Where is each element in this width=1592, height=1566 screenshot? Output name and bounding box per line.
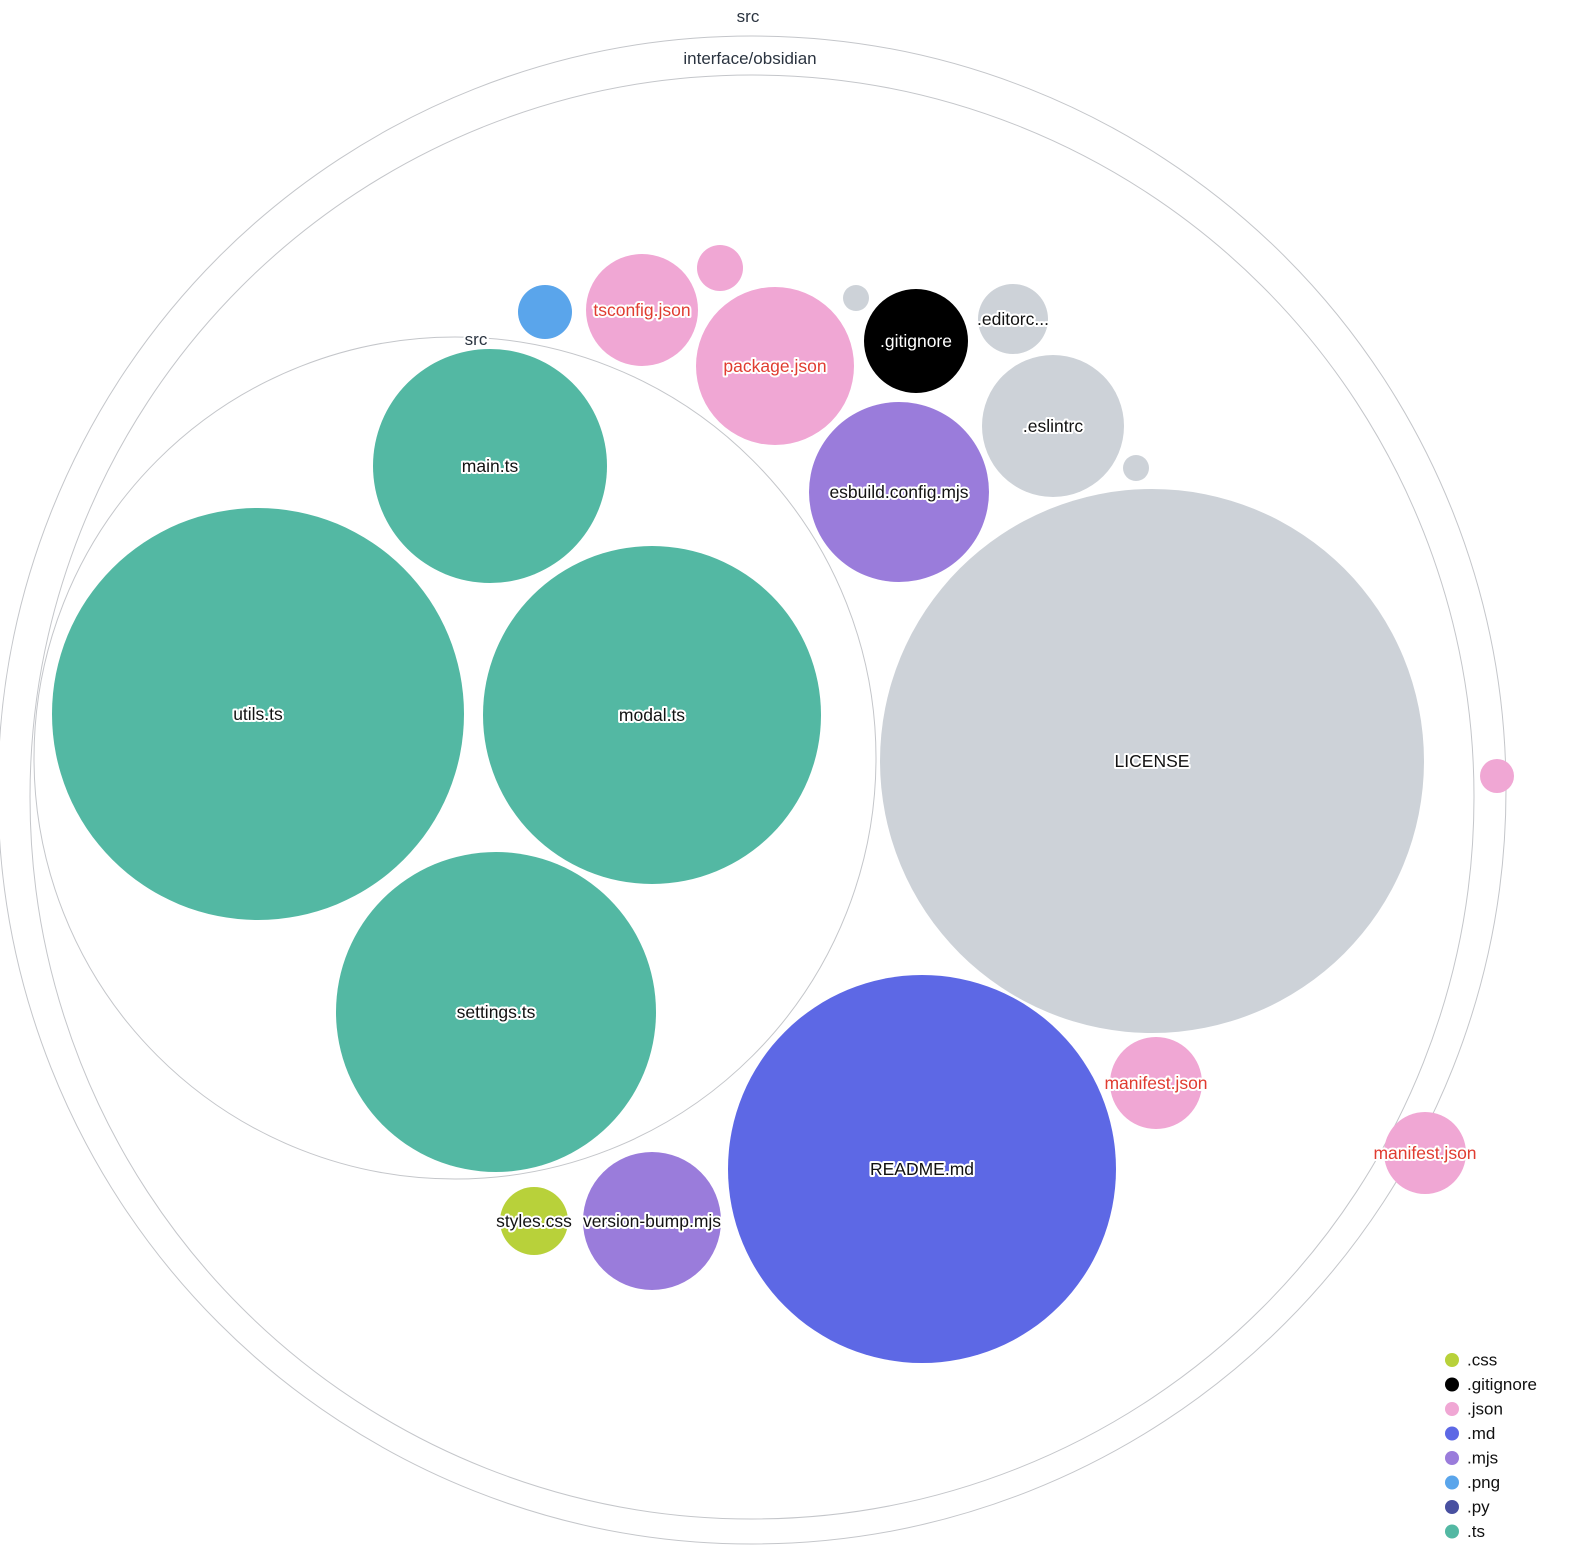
- file-label-package-json: package.json: [723, 356, 826, 376]
- file-label-esbuild-config-mjs: esbuild.config.mjs: [829, 482, 968, 502]
- folder-circle-interface-obsidian-1: [29, 74, 1475, 1520]
- file-label-editorconfig: .editorc...: [977, 309, 1049, 329]
- legend-label-json: .json: [1467, 1400, 1503, 1419]
- file-circle-png-file[interactable]: [518, 285, 572, 339]
- file-circle-styles-css[interactable]: [500, 1187, 568, 1255]
- file-circle-package-json[interactable]: [696, 287, 854, 445]
- file-circle-settings-ts[interactable]: [336, 852, 656, 1172]
- file-label-utils-ts: utils.ts: [233, 704, 283, 724]
- file-circle-license[interactable]: [880, 489, 1424, 1033]
- file-label-main-ts: main.ts: [462, 456, 519, 476]
- legend-dot-ts: [1445, 1524, 1459, 1539]
- file-label-readme-md: README.md: [870, 1159, 974, 1179]
- file-circle-esbuild-config-mjs[interactable]: [809, 402, 989, 582]
- file-label-gitignore: .gitignore: [880, 331, 952, 351]
- legend-dot-css: [1445, 1353, 1459, 1367]
- folder-circle-src-2: [33, 336, 877, 1180]
- legend-label-mjs: .mjs: [1467, 1449, 1498, 1468]
- file-label-version-bump-mjs: version-bump.mjs: [583, 1211, 721, 1231]
- file-circle-eslintrc[interactable]: [982, 355, 1124, 497]
- file-label-settings-ts: settings.ts: [457, 1002, 536, 1022]
- file-circle-json-small-top[interactable]: [697, 245, 743, 291]
- file-circle-manifest-json-outer[interactable]: [1384, 1112, 1466, 1194]
- file-circle-gitignore[interactable]: [864, 289, 968, 393]
- legend-dot-mjs: [1445, 1451, 1459, 1465]
- file-label-manifest-json-outer: manifest.json: [1373, 1143, 1476, 1163]
- legend-label-gitignore: .gitignore: [1467, 1375, 1537, 1394]
- file-circle-modal-ts[interactable]: [483, 546, 821, 884]
- file-circle-utils-ts[interactable]: [52, 508, 464, 920]
- file-circle-readme-md[interactable]: [728, 975, 1116, 1363]
- file-label-styles-css: styles.css: [496, 1211, 572, 1231]
- legend-label-md: .md: [1467, 1424, 1495, 1443]
- file-label-tsconfig-json: tsconfig.json: [593, 300, 690, 320]
- file-circle-tsconfig-json[interactable]: [586, 254, 698, 366]
- file-circle-gray-small-1[interactable]: [843, 285, 869, 311]
- legend: .css .gitignore .json .md .mjs .png .py .ts: [1445, 1351, 1537, 1541]
- legend-label-py: .py: [1467, 1498, 1490, 1517]
- file-label-license: LICENSE: [1115, 751, 1190, 771]
- file-label-eslintrc: .eslintrc: [1023, 416, 1084, 436]
- file-label-manifest-json: manifest.json: [1104, 1073, 1207, 1093]
- legend-dot-py: [1445, 1500, 1459, 1514]
- folder-label-src-2: src: [465, 330, 488, 349]
- file-circle-manifest-json[interactable]: [1110, 1037, 1202, 1129]
- legend-label-ts: .ts: [1467, 1522, 1485, 1541]
- legend-dot-gitignore: [1445, 1377, 1459, 1392]
- file-circle-gray-small-2[interactable]: [1123, 455, 1149, 481]
- folder-label-src-0: src: [737, 7, 760, 26]
- legend-dot-md: [1445, 1426, 1459, 1441]
- legend-label-css: .css: [1467, 1351, 1497, 1370]
- file-circle-main-ts[interactable]: [373, 349, 607, 583]
- legend-dot-json: [1445, 1402, 1459, 1416]
- legend-dot-png: [1445, 1475, 1459, 1490]
- file-circle-json-small-right[interactable]: [1480, 759, 1514, 793]
- legend-label-png: .png: [1467, 1473, 1500, 1492]
- file-circle-version-bump-mjs[interactable]: [583, 1152, 721, 1290]
- folder-label-interface-obsidian-1: interface/obsidian: [683, 49, 816, 68]
- file-circle-editorconfig[interactable]: [978, 284, 1048, 354]
- file-label-modal-ts: modal.ts: [619, 705, 685, 725]
